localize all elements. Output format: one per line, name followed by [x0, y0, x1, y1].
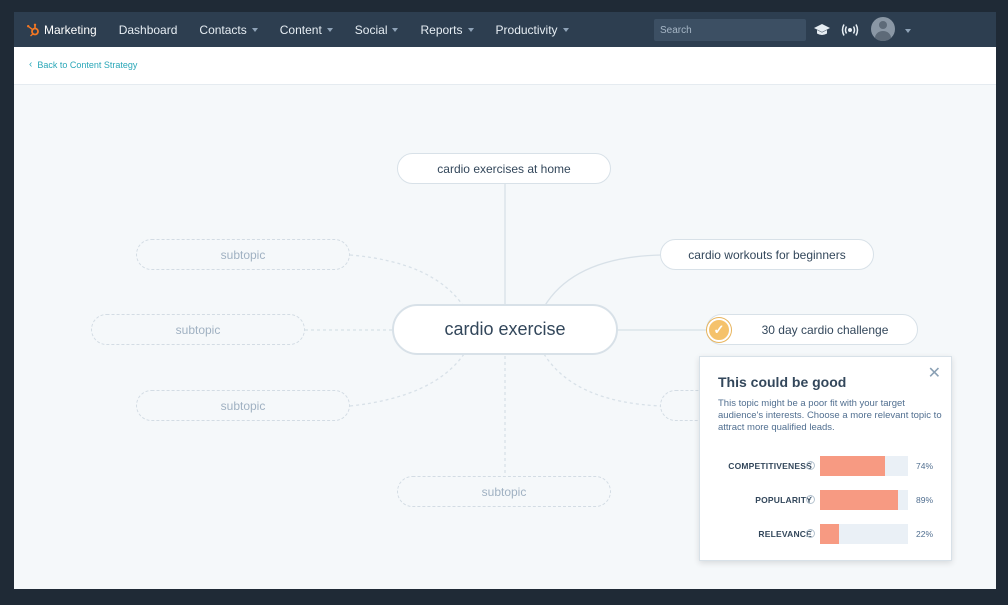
connector-sub-3	[349, 353, 465, 407]
metric-bar-track	[820, 490, 908, 510]
nav-content[interactable]: Content	[280, 23, 333, 37]
metric-bar-fill	[820, 456, 886, 476]
topic-node[interactable]: cardio exercises at home	[397, 153, 611, 184]
subtopic-node[interactable]: subtopic	[136, 239, 350, 270]
hubspot-logo-icon	[27, 23, 39, 37]
subtopic-node[interactable]: subtopic	[136, 390, 350, 421]
metric-label: POPULARITY	[755, 495, 812, 505]
help-icon[interactable]: ?	[806, 529, 815, 538]
subtopic-label: subtopic	[175, 322, 221, 337]
nav-productivity-label: Productivity	[495, 22, 558, 37]
nav-productivity[interactable]: Productivity	[496, 23, 569, 37]
nav-reports[interactable]: Reports	[420, 22, 474, 37]
subtopic-label: subtopic	[220, 247, 266, 262]
chevron-down-icon	[562, 28, 569, 32]
metric-label: RELEVANCE	[758, 529, 812, 539]
connector-topic-2	[543, 254, 662, 308]
back-link-label: Back to Content Strategy	[37, 59, 138, 70]
chevron-down-icon	[326, 28, 333, 32]
chevron-down-icon	[467, 28, 474, 32]
popup-description: This topic might be a poor fit with your…	[718, 398, 942, 433]
nav-social-label: Social	[354, 22, 388, 37]
chevron-left-icon: ‹	[29, 59, 33, 70]
nav-reports-label: Reports	[420, 22, 463, 37]
nav-content-label: Content	[279, 22, 322, 37]
popup-title: This could be good	[718, 374, 847, 390]
nav-dashboard-label: Dashboard	[118, 22, 178, 37]
topic-label: 30 day cardio challenge	[761, 322, 889, 337]
metric-value: 22%	[916, 529, 934, 539]
center-topic-node[interactable]: cardio exercise	[392, 304, 618, 355]
chevron-down-icon	[251, 28, 258, 32]
broadcast-icon[interactable]	[841, 21, 859, 39]
academy-icon[interactable]	[813, 21, 831, 39]
chevron-down-icon[interactable]	[905, 29, 911, 33]
sub-header: ‹ Back to Content Strategy	[14, 47, 996, 85]
nav-contacts[interactable]: Contacts	[199, 22, 258, 37]
topic-label: cardio exercises at home	[437, 161, 571, 176]
topic-insight-popup: ✕ This could be good This topic might be…	[699, 356, 952, 561]
topic-node[interactable]: cardio workouts for beginners	[660, 239, 874, 270]
brand-label: Marketing	[44, 22, 97, 37]
search-input[interactable]	[654, 19, 806, 41]
topic-label: cardio workouts for beginners	[688, 247, 846, 262]
avatar[interactable]	[871, 17, 895, 41]
app-window: Marketing Dashboard Contacts Content Soc…	[14, 12, 996, 589]
metric-competitiveness: COMPETITIVENESS ? 74%	[700, 456, 953, 476]
metric-popularity: POPULARITY ? 89%	[700, 490, 953, 510]
metric-relevance: RELEVANCE ? 22%	[700, 524, 953, 544]
metric-value: 74%	[916, 461, 934, 471]
metric-value: 89%	[916, 495, 934, 505]
checkmark-icon: ✓	[707, 318, 731, 342]
top-nav: Marketing Dashboard Contacts Content Soc…	[14, 12, 996, 47]
metric-label: COMPETITIVENESS	[728, 461, 812, 471]
chevron-down-icon	[392, 28, 399, 32]
topic-node-selected[interactable]: 30 day cardio challenge	[706, 314, 918, 345]
nav-dashboard[interactable]: Dashboard	[119, 23, 178, 37]
metric-bar-fill	[820, 524, 840, 544]
back-link[interactable]: ‹ Back to Content Strategy	[29, 59, 137, 70]
metric-bar-track	[820, 524, 908, 544]
help-icon[interactable]: ?	[806, 495, 815, 504]
subtopic-label: subtopic	[481, 484, 527, 499]
close-icon[interactable]: ✕	[927, 365, 941, 382]
nav-social[interactable]: Social	[355, 23, 399, 37]
subtopic-node[interactable]: subtopic	[91, 314, 305, 345]
metric-bar-track	[820, 456, 908, 476]
mindmap-connectors	[305, 183, 707, 477]
nav-contacts-label: Contacts	[199, 22, 247, 37]
help-icon[interactable]: ?	[806, 461, 815, 470]
center-topic-label: cardio exercise	[444, 319, 566, 339]
subtopic-label: subtopic	[220, 398, 266, 413]
connector-sub-1	[349, 254, 465, 308]
subtopic-node[interactable]: subtopic	[397, 476, 611, 507]
brand[interactable]: Marketing	[26, 23, 97, 37]
connector-sub-5	[543, 353, 662, 407]
metric-bar-fill	[820, 490, 899, 510]
